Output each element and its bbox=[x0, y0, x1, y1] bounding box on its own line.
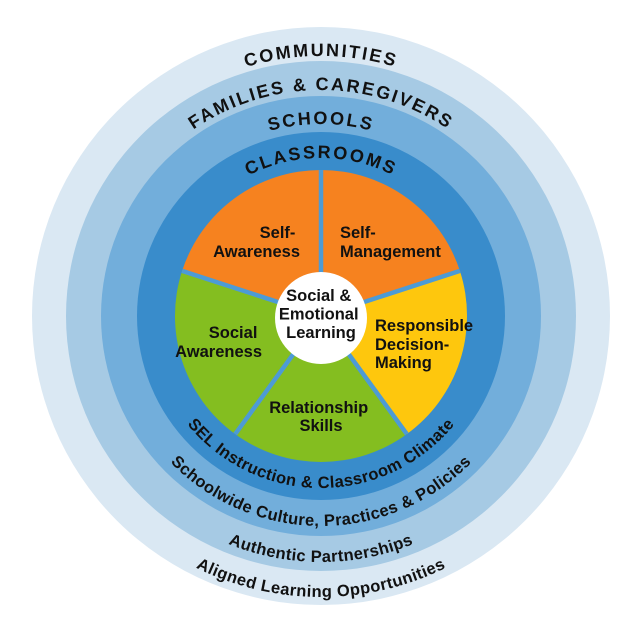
label-social-awareness: Social Awareness bbox=[175, 324, 262, 361]
label-social-emotional-learning: Social & Emotional Learning bbox=[279, 287, 363, 342]
wedge-self-management bbox=[321, 170, 460, 316]
center-circle bbox=[275, 272, 367, 364]
wedge-self-awareness bbox=[182, 170, 321, 316]
wedge-relationship-skills bbox=[235, 316, 407, 462]
label-self-management: Self- Management bbox=[340, 224, 441, 261]
label-self-awareness: Self- Awareness bbox=[213, 224, 300, 261]
label-relationship-skills: Relationship Skills bbox=[269, 399, 373, 435]
label-responsible-decision-making: Responsible Decision- Making bbox=[375, 317, 478, 372]
